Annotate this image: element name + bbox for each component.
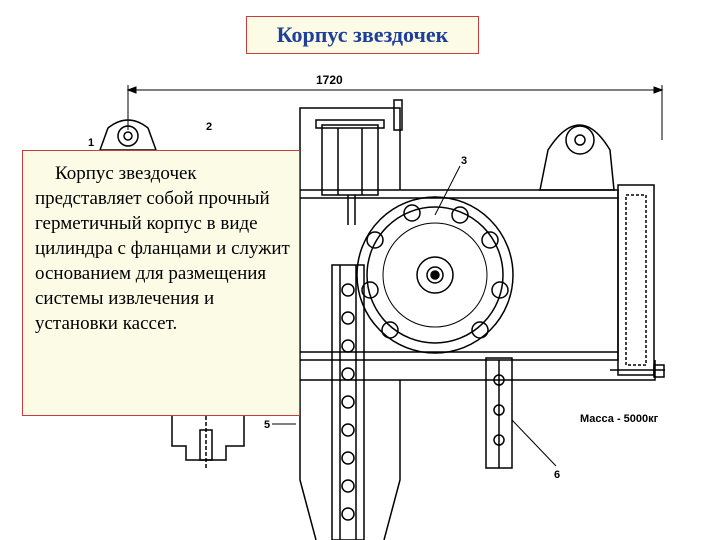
dimension-line bbox=[126, 85, 664, 140]
callout-2: 2 bbox=[206, 121, 212, 133]
slide-title: Корпус звездочек bbox=[246, 16, 479, 54]
callout-3: 3 bbox=[461, 155, 467, 167]
dimension-label: 1720 bbox=[316, 73, 343, 87]
main-body bbox=[299, 184, 665, 381]
callout-1: 1 bbox=[88, 137, 94, 149]
callout-5: 5 bbox=[264, 419, 270, 431]
callout-6: 6 bbox=[554, 469, 560, 481]
top-cylinder bbox=[299, 99, 403, 225]
sprocket-wheel bbox=[356, 196, 514, 354]
left-lower-flange bbox=[171, 416, 245, 470]
description-box: Корпус звездочек представляет собой проч… bbox=[22, 150, 300, 416]
right-lower-column bbox=[485, 357, 513, 469]
right-lug bbox=[539, 124, 615, 191]
chain-column bbox=[299, 264, 401, 540]
mass-label: Масса - 5000кг bbox=[580, 413, 659, 425]
left-lug bbox=[98, 119, 158, 151]
